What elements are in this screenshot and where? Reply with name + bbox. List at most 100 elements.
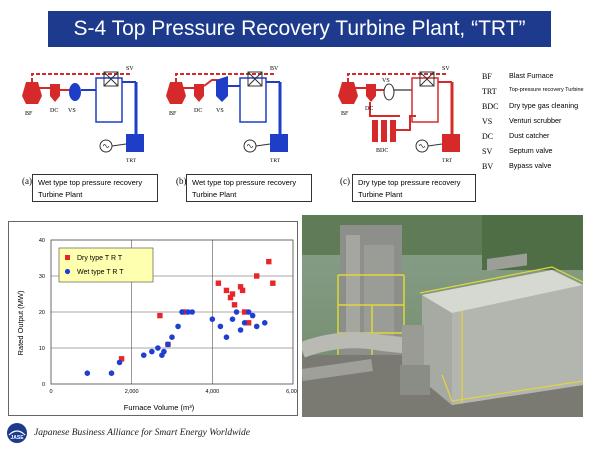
y-tick-label: 10 bbox=[39, 346, 45, 352]
data-point-wet bbox=[155, 345, 161, 351]
y-tick-label: 0 bbox=[42, 382, 45, 388]
dust-catcher-icon bbox=[366, 84, 376, 102]
diagram-c-caption: Dry type top pressure recovery Turbine P… bbox=[352, 174, 476, 202]
legend-label: Dry type T R T bbox=[77, 255, 123, 262]
legend-row-dc: DC Dust catcher bbox=[482, 131, 550, 142]
label-trt: TRT bbox=[270, 158, 281, 164]
legend-row-bf: BF Blast Furnace bbox=[482, 71, 554, 82]
data-point-dry bbox=[118, 356, 125, 362]
label-vs: VS bbox=[68, 108, 76, 114]
data-point-wet bbox=[116, 359, 123, 366]
dust-catcher-icon bbox=[50, 84, 60, 102]
dust-catcher-icon bbox=[194, 84, 204, 102]
x-tick-label: 0 bbox=[49, 389, 52, 395]
footer-organization: Japanese Business Alliance for Smart Ene… bbox=[34, 428, 251, 438]
x-tick-label: 2,000 bbox=[125, 389, 139, 395]
chart-legend bbox=[58, 247, 154, 283]
y-axis-label: Rated Output (MW) bbox=[16, 290, 25, 356]
diagram-c-letter: (c) bbox=[340, 176, 350, 186]
footer: JASE Japanese Business Alliance for Smar… bbox=[6, 421, 250, 445]
label-dc: DC bbox=[194, 108, 202, 114]
blast-furnace-icon bbox=[22, 82, 42, 104]
data-point-wet bbox=[149, 348, 155, 355]
label-bdc: BDC bbox=[376, 148, 388, 154]
x-axis-label: Furnace Volume (m³) bbox=[124, 403, 195, 412]
turbine-icon bbox=[270, 134, 288, 152]
diagram-b-wet-type: BF DC VS BV TRT bbox=[166, 66, 288, 164]
label-trt: TRT bbox=[126, 158, 137, 164]
bdc-column-icon bbox=[390, 120, 396, 142]
label-vs: VS bbox=[216, 108, 224, 114]
jase-logo-icon: JASE bbox=[7, 423, 27, 443]
data-point-dry bbox=[239, 287, 246, 294]
data-point-dry bbox=[223, 287, 230, 294]
abbreviation-legend: BF Blast Furnace TRT Top-pressure recove… bbox=[482, 72, 592, 177]
data-point-wet bbox=[84, 370, 91, 376]
venturi-scrubber-icon bbox=[69, 83, 81, 101]
y-tick-label: 20 bbox=[39, 310, 45, 316]
data-point-dry bbox=[245, 320, 252, 326]
data-point-wet bbox=[161, 348, 167, 355]
bdc-column-icon bbox=[372, 120, 378, 142]
data-point-wet bbox=[253, 323, 260, 330]
blast-furnace-icon bbox=[166, 82, 186, 104]
data-point-dry bbox=[266, 258, 272, 265]
label-sv: SV bbox=[442, 66, 450, 72]
blast-furnace-icon bbox=[338, 82, 358, 104]
data-point-wet bbox=[179, 309, 185, 315]
trt-plant-photo bbox=[302, 215, 583, 417]
data-point-wet bbox=[245, 309, 252, 315]
legend-label: Wet type T R T bbox=[77, 269, 124, 276]
legend-row-vs: VS Venturi scrubber bbox=[482, 116, 562, 127]
data-point-wet bbox=[165, 341, 171, 348]
y-tick-label: 30 bbox=[39, 274, 45, 280]
data-point-wet bbox=[223, 334, 230, 340]
label-bv: BV bbox=[270, 66, 279, 72]
data-point-dry bbox=[229, 291, 236, 297]
y-tick-label: 40 bbox=[39, 238, 45, 244]
data-point-wet bbox=[217, 323, 224, 330]
data-point-dry bbox=[227, 294, 234, 301]
data-point-wet bbox=[209, 316, 216, 322]
label-bf: BF bbox=[25, 111, 33, 117]
venturi-scrubber-icon bbox=[383, 83, 395, 101]
turbine-icon bbox=[442, 134, 460, 152]
legend-row-bv: BV Bypass valve bbox=[482, 161, 552, 172]
diagram-a-caption: Wet type top pressure recovery Turbine P… bbox=[32, 174, 158, 202]
data-point-wet bbox=[249, 312, 256, 319]
data-point-wet bbox=[237, 327, 244, 333]
legend-row-sv: SV Septum valve bbox=[482, 146, 553, 157]
data-point-wet bbox=[241, 320, 248, 326]
svg-text:JASE: JASE bbox=[10, 435, 24, 441]
label-sv: SV bbox=[126, 66, 134, 72]
venturi-scrubber-icon bbox=[216, 76, 228, 102]
diagram-b-caption: Wet type top pressure recovery Turbine P… bbox=[186, 174, 312, 202]
turbine-icon bbox=[126, 134, 144, 152]
data-point-dry bbox=[241, 309, 248, 315]
label-bf: BF bbox=[169, 111, 177, 117]
data-point-wet bbox=[140, 352, 147, 358]
data-point-dry bbox=[157, 312, 163, 319]
data-point-wet bbox=[233, 309, 240, 315]
label-trt: TRT bbox=[442, 158, 453, 164]
plot-frame bbox=[50, 239, 294, 385]
legend-row-trt: TRT Top-pressure recovery Turbine bbox=[482, 87, 584, 96]
data-point-wet bbox=[175, 323, 181, 330]
data-point-dry bbox=[215, 280, 222, 286]
data-point-wet bbox=[169, 334, 175, 340]
diagram-b-letter: (b) bbox=[176, 176, 187, 186]
data-point-wet bbox=[108, 370, 115, 376]
data-point-wet bbox=[261, 320, 268, 326]
slide-title: S-4 Top Pressure Recovery Turbine Plant,… bbox=[48, 11, 551, 47]
data-point-wet bbox=[185, 309, 191, 315]
label-dc: DC bbox=[50, 108, 58, 114]
label-vs: VS bbox=[382, 78, 390, 84]
label-dc: DC bbox=[365, 106, 373, 112]
diagram-c-dry-type: BF DC VS SV BDC TRT bbox=[338, 66, 460, 164]
diagram-a-letter: (a) bbox=[22, 176, 32, 186]
legend-marker-wet bbox=[64, 268, 71, 275]
legend-marker-dry bbox=[65, 255, 70, 260]
bdc-column-icon bbox=[381, 120, 387, 142]
